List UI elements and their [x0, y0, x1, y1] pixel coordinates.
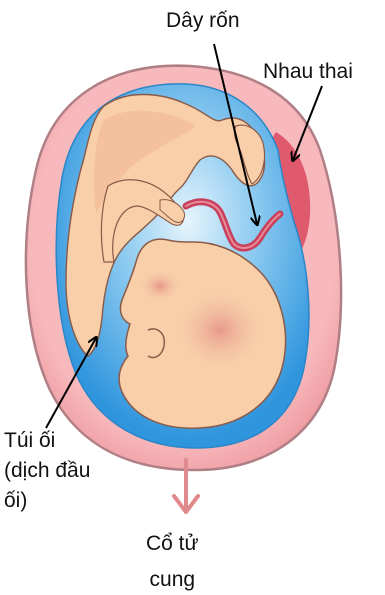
- label-cervix: Cổ tử cung: [146, 529, 199, 595]
- label-amniotic-sac-line-1: Túi ối: [4, 426, 90, 456]
- label-umbilical-cord: Dây rốn: [166, 6, 240, 36]
- fetus-cheek-shading: [172, 286, 268, 374]
- fetus-forehead-shading: [138, 268, 182, 304]
- label-amniotic-sac-line-3: ối): [4, 486, 90, 516]
- label-amniotic-sac: Túi ối (dịch đầu ối): [4, 426, 90, 516]
- label-cervix-line-2: cung: [146, 565, 199, 595]
- label-cervix-line-1: Cổ tử: [146, 529, 199, 559]
- label-placenta: Nhau thai: [263, 57, 353, 87]
- label-amniotic-sac-line-2: (dịch đầu: [4, 456, 90, 486]
